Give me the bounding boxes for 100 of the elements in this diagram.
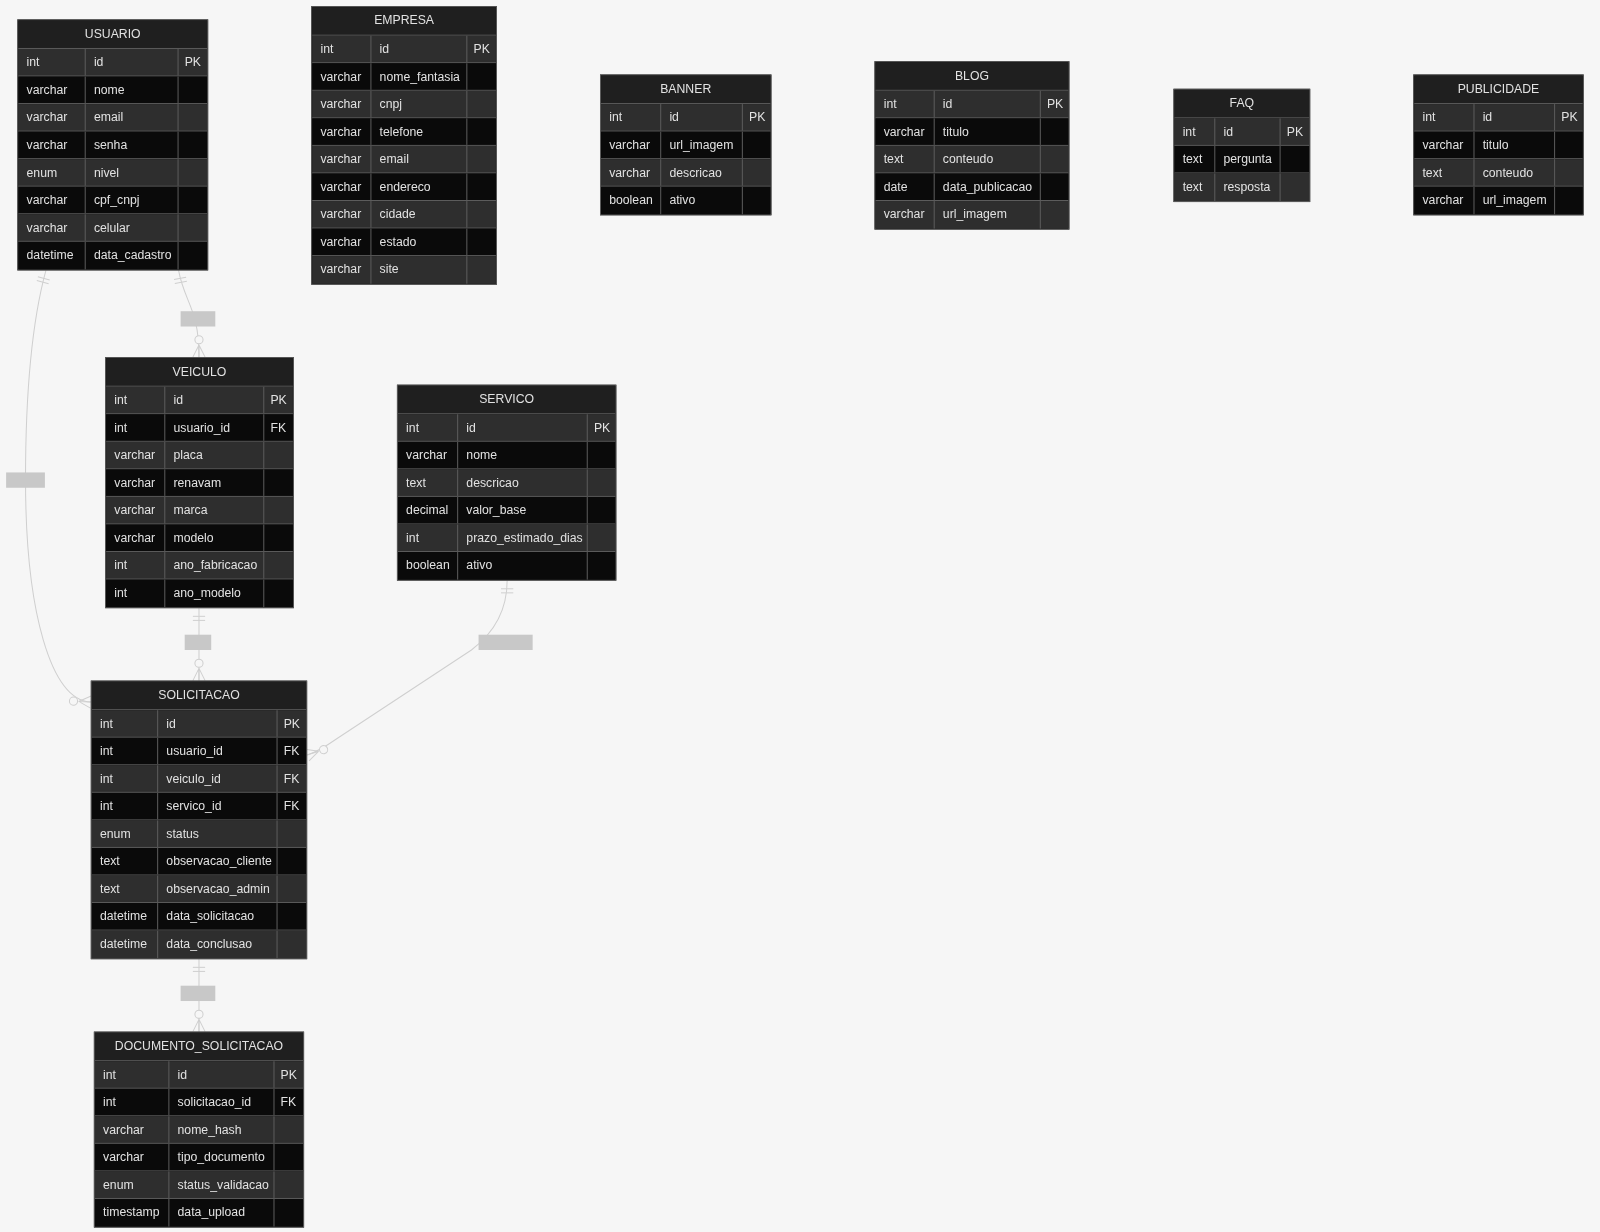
entity-title: USUARIO [18,20,208,49]
attribute-type: varchar [319,123,363,141]
attribute-name: data_cadastro [84,241,178,270]
attribute-row [875,173,1069,201]
attribute-type: enum [25,164,59,182]
attribute-type: text [1181,178,1204,196]
attribute-type: varchar [25,191,69,210]
attribute-row [875,201,1069,229]
attribute-name: email [84,104,178,131]
attribute-name: renavam [164,469,264,496]
attribute-row [18,214,208,242]
attribute-row [91,930,307,959]
attribute-name: data_conclusao [157,930,277,959]
attribute-type: varchar [882,123,926,141]
attribute-name: url_imagem [933,201,1040,229]
attribute-type: text [1421,164,1444,182]
attribute-row [91,737,307,766]
attribute-type: varchar [319,95,363,114]
entity-table [93,1031,305,1228]
entity-table [1413,74,1584,216]
attribute-type: enum [99,825,132,843]
attribute-name: modelo [164,524,264,551]
attribute-row [601,131,771,160]
attribute-type: int [405,419,421,437]
attribute-row [91,847,307,876]
attribute-name: id [1473,104,1555,131]
attribute-type: text [405,474,427,492]
attribute-row [312,228,496,257]
attribute-name: ativo [660,186,742,215]
attribute-type: varchar [113,529,157,547]
entity-table [17,19,209,271]
attribute-name: id [157,710,277,737]
attribute-row [312,256,496,284]
attribute-row [106,414,293,442]
attribute-name: senha [84,131,178,159]
attribute-type: varchar [608,164,651,182]
attribute-name: email [370,145,467,173]
attribute-type: varchar [882,206,926,224]
entity-title: EMPRESA [312,7,496,36]
attribute-type: varchar [113,446,157,465]
attribute-row [1174,118,1310,146]
attribute-type: varchar [25,219,69,237]
attribute-row [106,552,293,580]
attribute-name: usuario_id [164,414,264,441]
attribute-name: nome [84,76,178,104]
attribute-name: cidade [370,201,467,228]
attribute-row [875,145,1069,174]
attribute-type: int [319,40,335,59]
attribute-row [1414,159,1583,187]
attribute-name: nome_fantasia [370,63,467,90]
attribute-row [601,104,771,132]
attribute-type: datetime [99,908,148,926]
attribute-type: int [608,109,624,127]
attribute-name: titulo [933,118,1040,145]
entity-title: BLOG [875,62,1069,91]
entity-title: DOCUMENTO_SOLICITACAO [94,1032,304,1062]
attribute-row [106,441,293,470]
attribute-name: tipo_documento [168,1143,274,1171]
attribute-name: status [157,820,277,847]
attribute-type: varchar [25,136,69,155]
attribute-row [106,496,293,525]
attribute-name: id [933,90,1040,118]
attribute-type: int [99,742,114,761]
attribute-row [91,875,307,904]
attribute-row [397,524,616,553]
attribute-name: data_publicacao [933,173,1040,200]
attribute-type: varchar [25,109,69,127]
attribute-name: observacao_cliente [157,847,277,875]
attribute-name: cnpj [370,90,467,118]
attribute-name: url_imagem [1473,186,1555,215]
attribute-type: varchar [319,151,363,169]
attribute-type: int [113,584,129,602]
attribute-type: timestamp [102,1204,161,1222]
attribute-type: boolean [405,557,451,575]
attribute-type: varchar [319,261,363,279]
entity-title: BANNER [601,75,771,105]
attribute-row [312,201,496,229]
attribute-type: datetime [25,246,75,265]
attribute-type: int [882,95,898,114]
attribute-type: varchar [1421,136,1465,155]
attribute-row [106,524,293,553]
entity-table [105,357,294,609]
attribute-row [397,414,616,442]
attribute-row [18,49,208,77]
attribute-row [18,131,208,160]
attribute-name: servico_id [157,792,277,820]
attribute-type: text [99,880,121,898]
attribute-type: datetime [99,935,148,953]
attribute-name: estado [370,228,467,256]
attribute-row [91,765,307,793]
attribute-row [94,1171,304,1199]
attribute-type: boolean [608,191,654,210]
attribute-type: varchar [102,1121,145,1139]
attribute-row [94,1061,304,1089]
attribute-row [106,579,293,608]
entity-title: VEICULO [106,358,293,387]
entity-table [600,74,772,216]
attribute-name: id [660,104,742,131]
attribute-type: int [405,529,421,547]
attribute-name: endereco [370,173,467,200]
